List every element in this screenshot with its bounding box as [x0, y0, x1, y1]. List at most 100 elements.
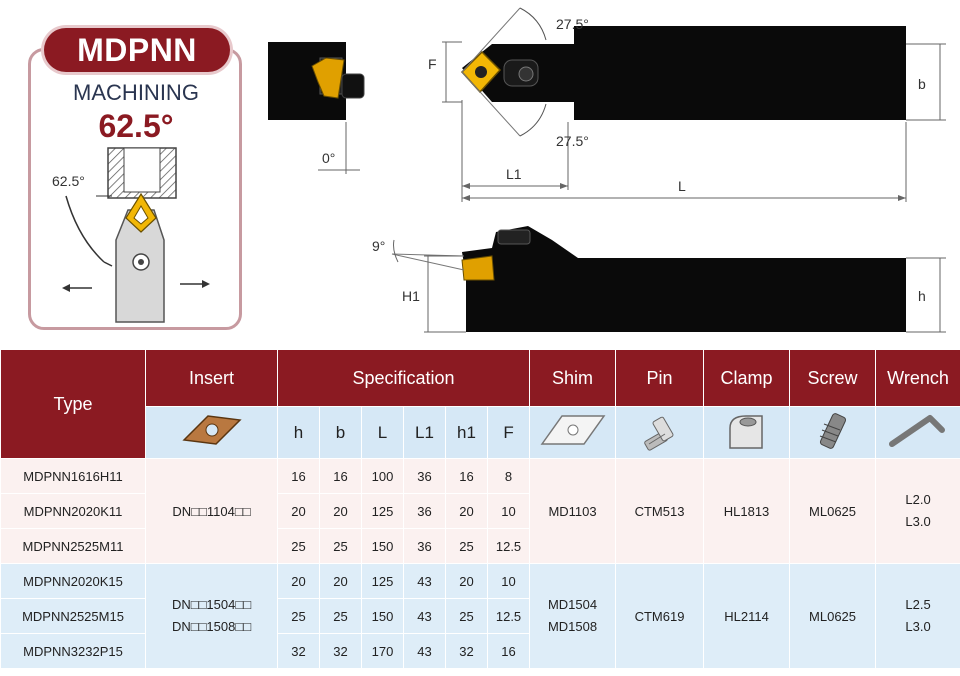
spec-cell: 8: [486, 458, 531, 494]
insert-code: DN□□1504□□: [171, 597, 252, 612]
pin-icon: [643, 416, 673, 451]
insert-code: DN□□1508□□: [171, 619, 252, 634]
shim-cell: MD1103: [529, 458, 617, 564]
shim-icon: [540, 415, 605, 445]
table-row: MDPNN2020K15 DN□□1504□□ DN□□1508□□ 20 20…: [0, 563, 960, 669]
clamp-image: [703, 406, 791, 459]
spec-cell: 150: [361, 528, 404, 564]
wrench-size: L2.5: [905, 597, 931, 612]
pin-cell: CTM619: [615, 563, 705, 669]
type-cell: MDPNN2020K15: [0, 563, 146, 599]
spec-cell: 16: [277, 458, 320, 494]
insert-cell: DN□□1504□□ DN□□1508□□: [145, 563, 278, 669]
dimension-h: h: [918, 288, 926, 304]
wrench-size: L3.0: [905, 619, 931, 634]
spec-cell: 12.5: [486, 598, 531, 634]
spec-cell: 10: [486, 493, 531, 529]
wrench-size: L2.0: [905, 492, 931, 507]
table-row: MDPNN3232P15 32 32 170 43 32 16: [0, 633, 960, 669]
table-row: MDPNN2525M15 25 25 150 43 25 12.5: [0, 598, 960, 634]
header-specification: Specification: [276, 349, 531, 407]
clamp-cell: HL2114: [703, 563, 791, 669]
table-row: MDPNN2525M11 25 25 150 36 25 12.5: [0, 528, 960, 564]
badge-diagram-angle: 62.5°: [52, 173, 85, 189]
dimension-F: F: [428, 56, 437, 72]
specification-table: Type Insert Specification Shim Pin Clamp…: [0, 349, 960, 669]
header-pin: Pin: [615, 349, 705, 407]
shim-code: MD1504: [547, 597, 598, 612]
shim-cell: MD1504 MD1508: [529, 563, 617, 669]
spec-cell: 32: [277, 633, 320, 669]
header-insert: Insert: [145, 349, 278, 407]
type-cell: MDPNN2020K11: [0, 493, 146, 529]
end-view-angle: 0°: [322, 150, 336, 166]
spec-cell: 16: [319, 458, 362, 494]
spec-col-F: F: [486, 406, 531, 459]
spec-cell: 32: [445, 633, 488, 669]
type-cell: MDPNN2525M11: [0, 528, 146, 564]
wrench-cell: L2.0 L3.0: [875, 458, 960, 564]
type-cell: MDPNN3232P15: [0, 633, 146, 669]
end-view-drawing: [268, 42, 365, 174]
spec-cell: 25: [277, 528, 320, 564]
spec-cell: 25: [319, 598, 362, 634]
screw-cell: ML0625: [789, 458, 877, 564]
spec-col-L: L: [361, 406, 404, 459]
dimension-L1: L1: [506, 166, 522, 182]
wrench-size: L3.0: [905, 514, 931, 529]
table-row: MDPNN2020K11 20 20 125 36 20 10: [0, 493, 960, 529]
spec-cell: 20: [277, 493, 320, 529]
clamp-cell: HL1813: [703, 458, 791, 564]
clamp-icon: [728, 415, 763, 449]
screw-image: [789, 406, 877, 459]
spec-col-L1: L1: [403, 406, 446, 459]
top-angle-1: 27.5°: [556, 16, 589, 32]
spec-cell: 16: [486, 633, 531, 669]
spec-cell: 100: [361, 458, 404, 494]
insert-cell: DN□□1104□□: [145, 458, 278, 564]
spec-cell: 10: [486, 563, 531, 599]
type-cell: MDPNN1616H11: [0, 458, 146, 494]
spec-cell: 32: [319, 633, 362, 669]
spec-cell: 43: [403, 563, 446, 599]
header-clamp: Clamp: [703, 349, 791, 407]
machining-diagram-icon: [62, 147, 210, 323]
table-row: MDPNN1616H11 DN□□1104□□ 16 16 100 36 16 …: [0, 458, 960, 564]
wrench-cell: L2.5 L3.0: [875, 563, 960, 669]
top-view-drawing: [442, 7, 946, 202]
spec-cell: 36: [403, 458, 446, 494]
spec-cell: 43: [403, 598, 446, 634]
screw-icon: [819, 413, 846, 449]
insert-image: [145, 406, 278, 459]
spec-cell: 125: [361, 563, 404, 599]
side-angle: 9°: [372, 238, 386, 254]
dimension-L: L: [678, 178, 686, 194]
spec-cell: 20: [445, 493, 488, 529]
spec-cell: 25: [319, 528, 362, 564]
shim-image: [529, 406, 617, 459]
header-shim: Shim: [529, 349, 617, 407]
wrench-icon: [889, 415, 946, 447]
insert-icon: [181, 415, 242, 445]
spec-cell: 12.5: [486, 528, 531, 564]
shim-code: MD1508: [547, 619, 598, 634]
pin-image: [615, 406, 705, 459]
pin-cell: CTM513: [615, 458, 705, 564]
spec-cell: 16: [445, 458, 488, 494]
spec-cell: 170: [361, 633, 404, 669]
side-view-drawing: [391, 226, 946, 333]
spec-cell: 150: [361, 598, 404, 634]
spec-cell: 20: [277, 563, 320, 599]
spec-cell: 20: [319, 563, 362, 599]
model-title: MDPNN: [44, 28, 230, 72]
spec-cell: 36: [403, 528, 446, 564]
header-wrench: Wrench: [875, 349, 960, 407]
machining-angle: 62.5°: [98, 108, 174, 144]
header-type: Type: [0, 349, 146, 459]
dimension-b: b: [918, 76, 926, 92]
spec-cell: 25: [445, 598, 488, 634]
spec-col-h1: h1: [445, 406, 488, 459]
spec-cell: 36: [403, 493, 446, 529]
spec-cell: 43: [403, 633, 446, 669]
spec-cell: 20: [319, 493, 362, 529]
